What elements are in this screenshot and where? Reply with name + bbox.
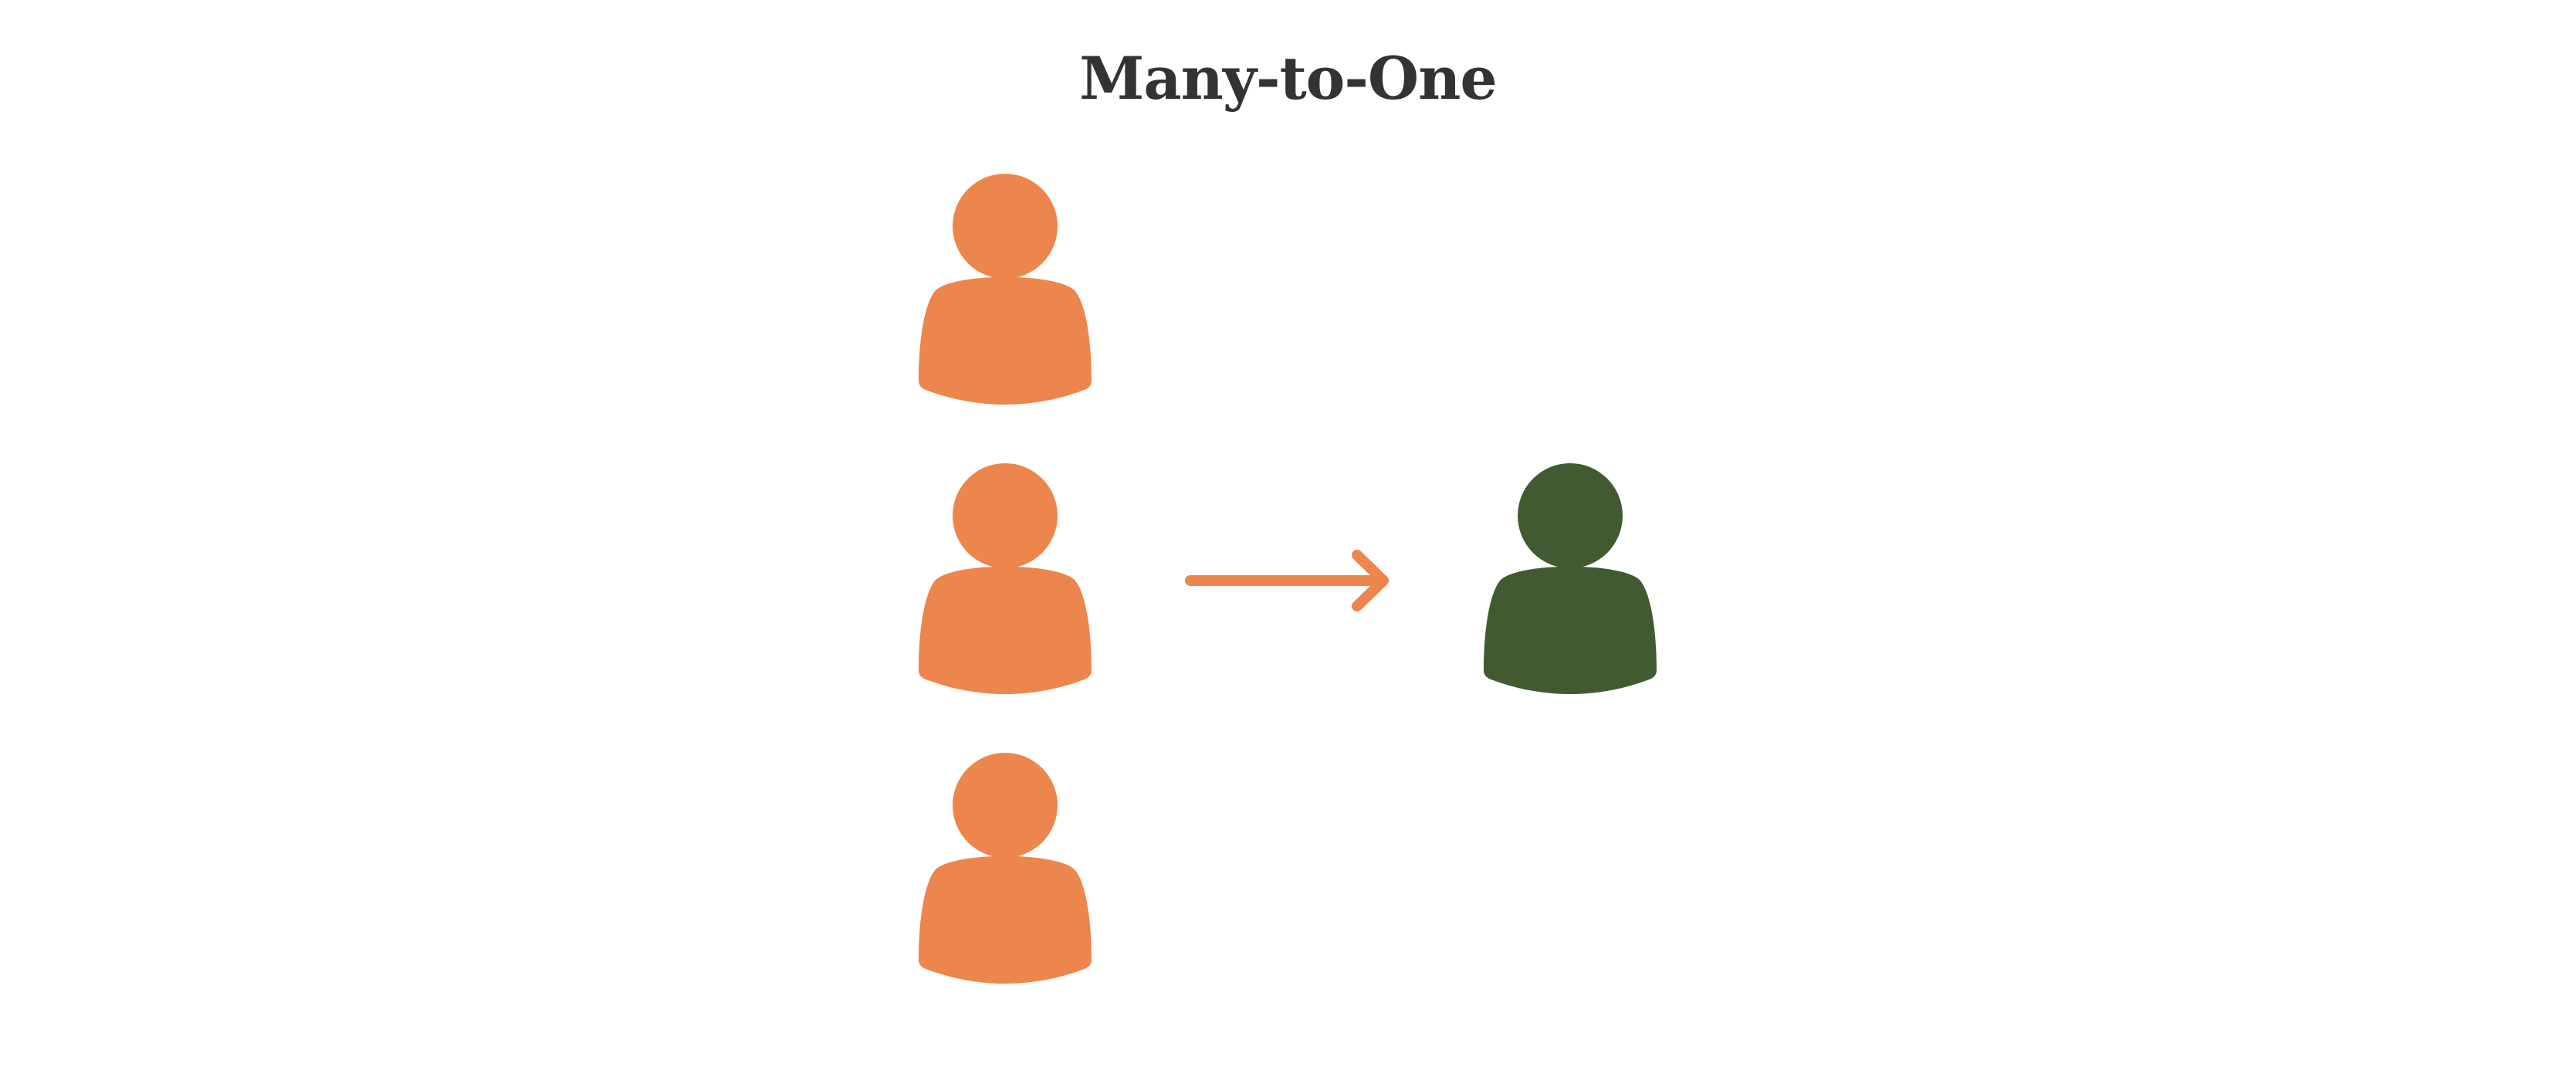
arrow-right-icon — [1181, 544, 1397, 614]
target-person-icon — [1478, 450, 1663, 697]
source-person-icon-2 — [912, 450, 1098, 697]
source-person-icon-1 — [912, 161, 1098, 408]
source-person-icon-3 — [912, 740, 1098, 987]
diagram-title: Many-to-One — [1079, 44, 1497, 113]
